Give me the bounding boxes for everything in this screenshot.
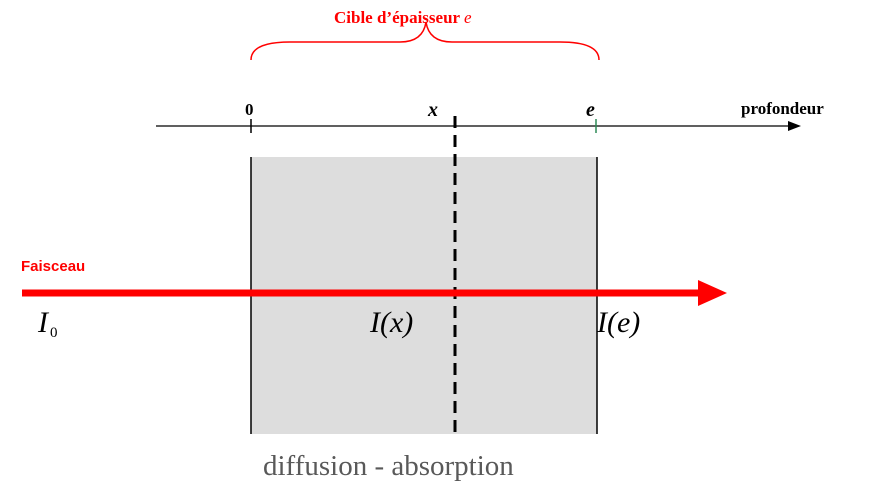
- beam-label: Faisceau: [21, 258, 86, 275]
- axis-name-label: profondeur: [741, 99, 824, 118]
- depth-axis-arrowhead: [788, 121, 801, 131]
- axis-tick-label-0: 0: [245, 100, 254, 119]
- incident-intensity-symbol: I: [38, 306, 48, 339]
- incident-intensity-subscript: 0: [50, 325, 58, 341]
- process-caption: diffusion - absorption: [263, 450, 514, 482]
- intensity-at-e-label: I(e): [597, 306, 641, 339]
- axis-tick-label-x: x: [428, 99, 438, 121]
- thickness-brace: [250, 21, 600, 61]
- intensity-at-x-label: I(x): [370, 306, 414, 339]
- target-title-text: Cible d’épaisseur: [334, 8, 460, 27]
- axis-tick-label-e: e: [586, 99, 595, 121]
- target-title: Cible d’épaisseur e: [334, 9, 472, 26]
- beam-arrowhead: [698, 280, 727, 306]
- target-title-variable: e: [464, 8, 472, 27]
